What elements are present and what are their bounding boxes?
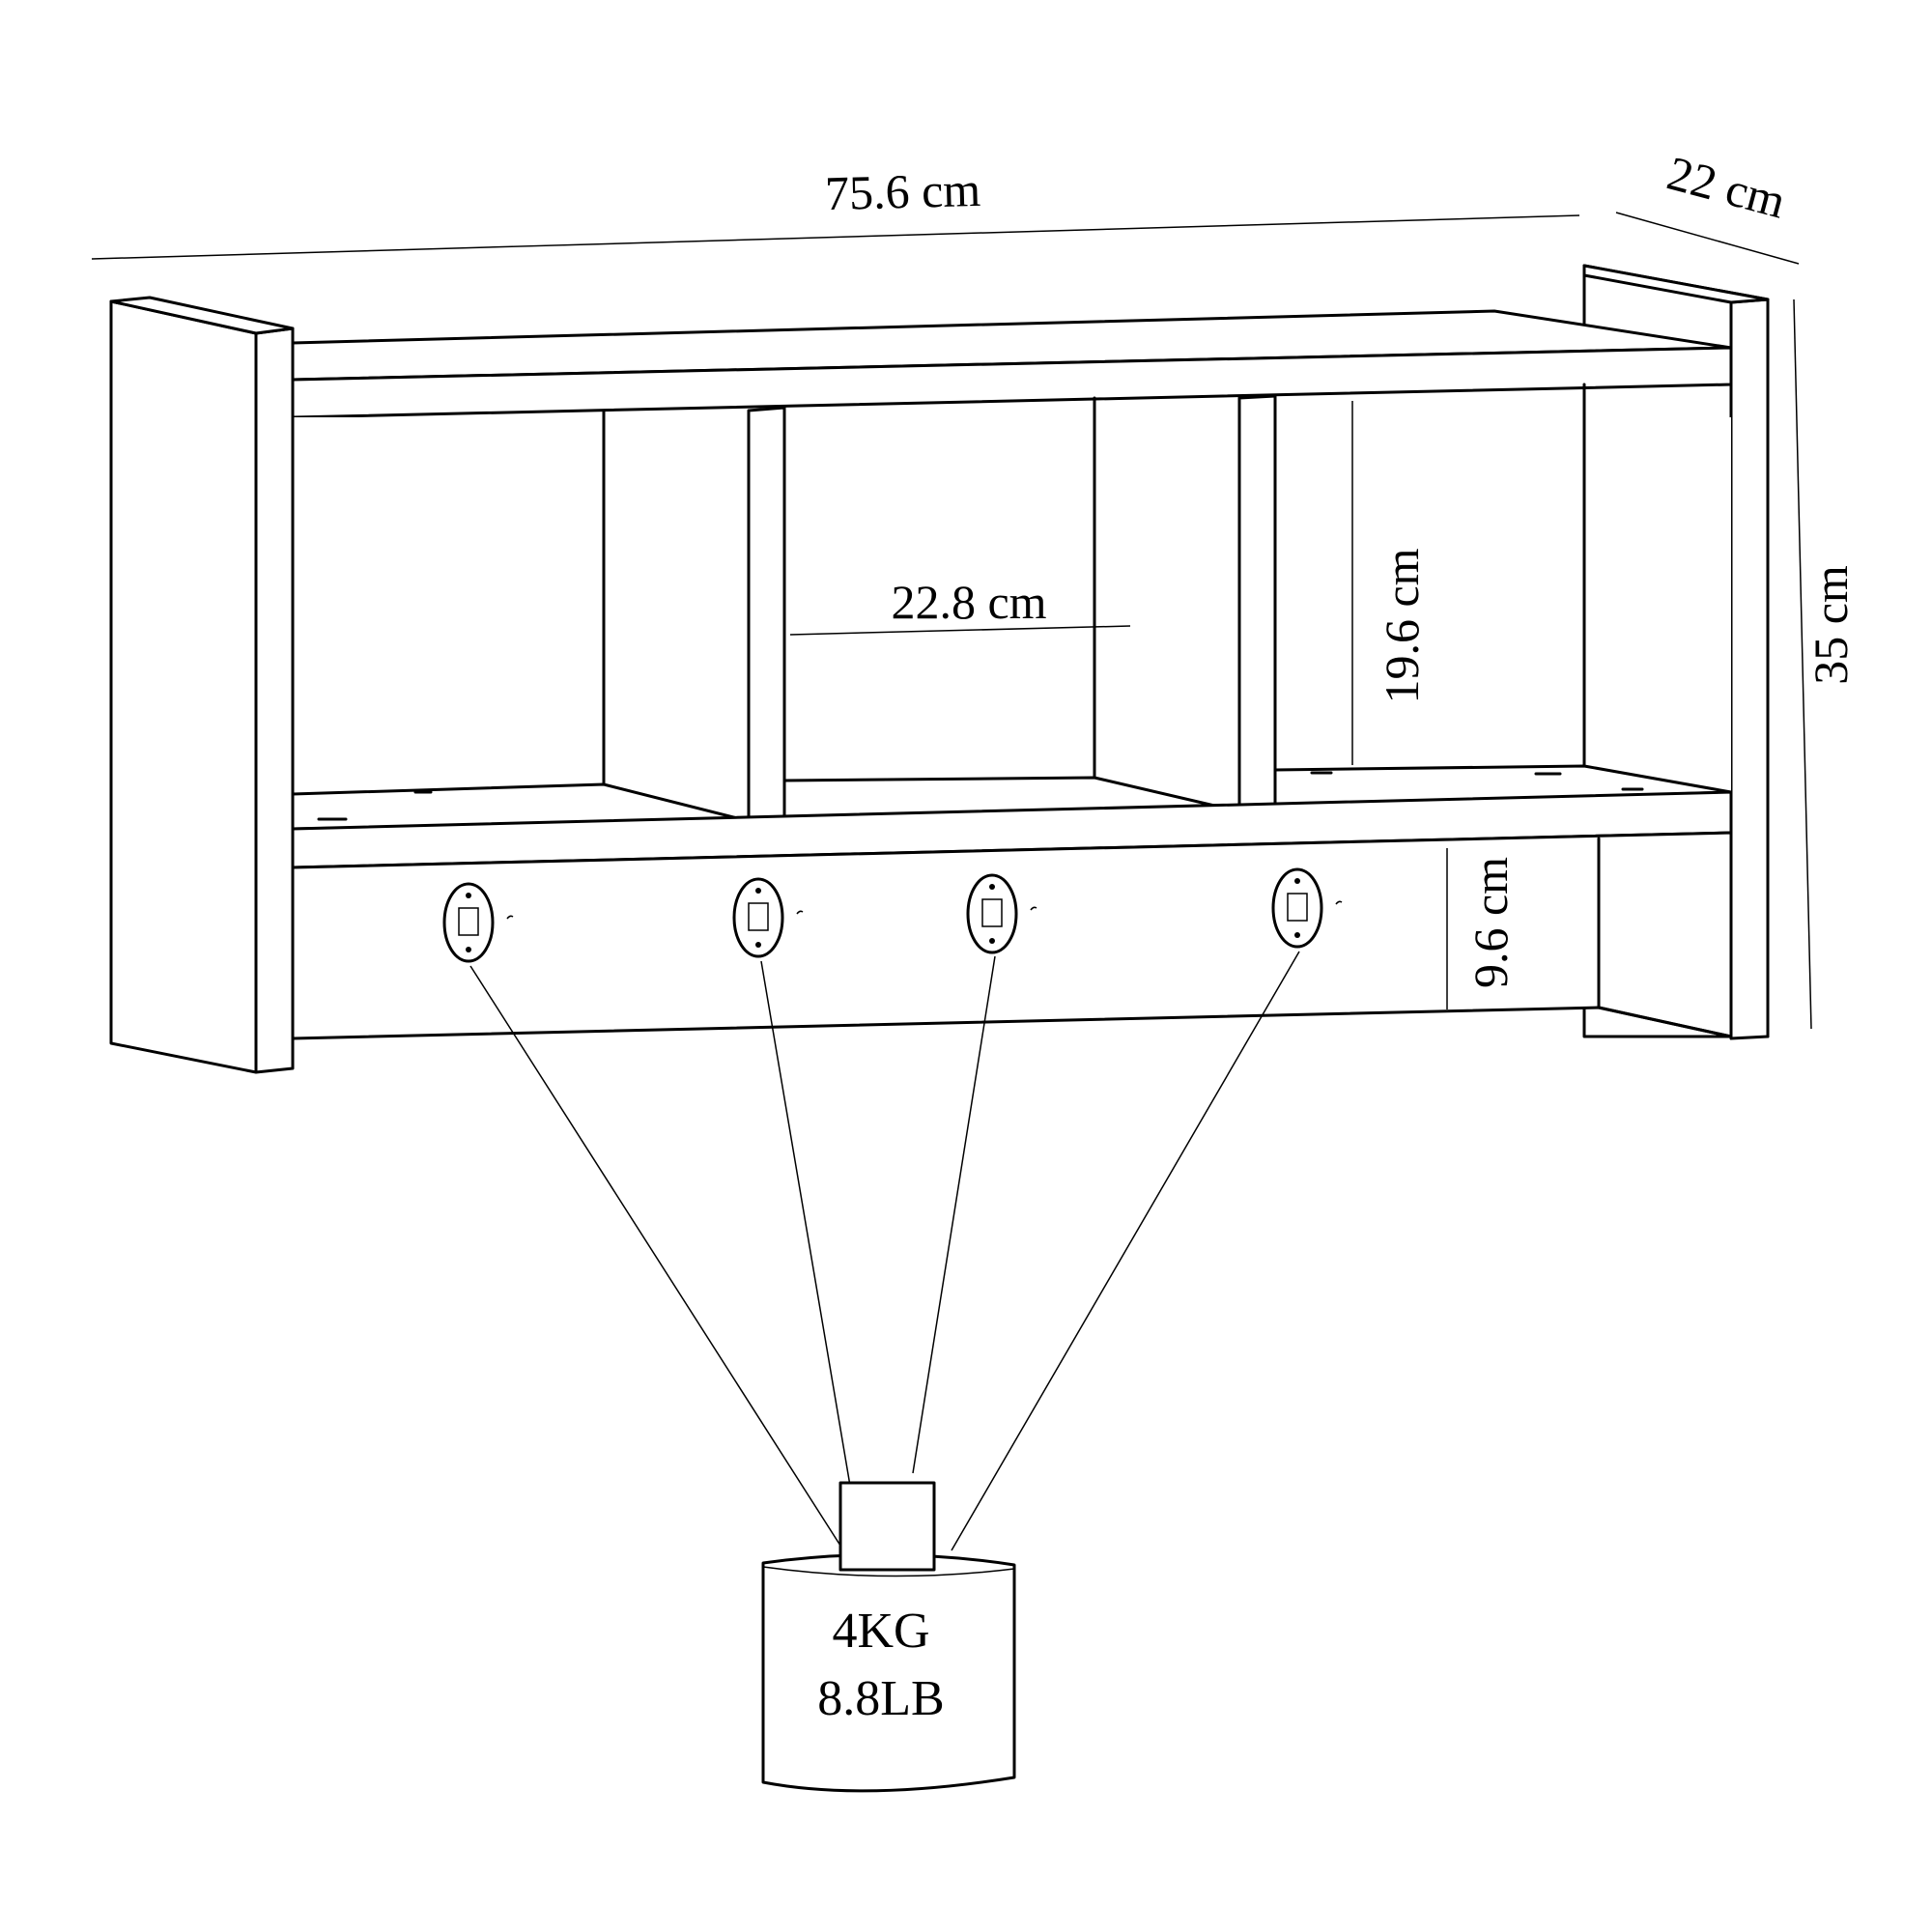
divider-1 xyxy=(747,406,786,823)
string-4 xyxy=(951,951,1300,1551)
hook-1-screw-bottom xyxy=(466,947,471,952)
hook-2 xyxy=(732,877,804,958)
depth-dimension-line xyxy=(1615,212,1800,265)
hook-2-grip xyxy=(748,902,769,931)
weight: 4KG 8.8LB xyxy=(761,1481,1016,1793)
hook-4-screw-top xyxy=(1294,878,1300,884)
right-side-panel-edge xyxy=(1729,298,1770,1040)
hook-3-tip xyxy=(1030,906,1037,911)
cubby-width-line xyxy=(789,625,1131,636)
cubby-back xyxy=(293,417,1731,813)
right-panel-top xyxy=(1582,264,1770,304)
hook-1-grip xyxy=(458,907,479,936)
hook-1 xyxy=(442,882,514,963)
string-2 xyxy=(760,960,851,1487)
weight-handle xyxy=(838,1481,936,1572)
weight-lb-label: 8.8LB xyxy=(817,1671,944,1726)
rail-height-label: 9.6 cm xyxy=(1463,857,1518,988)
hook-4 xyxy=(1271,867,1343,949)
hook-2-screw-bottom xyxy=(755,942,761,948)
hook-2-plate xyxy=(732,877,784,958)
hook-1-plate xyxy=(442,882,495,963)
left-side-panel-top xyxy=(109,296,295,335)
hook-1-tip xyxy=(506,915,514,920)
divider-2 xyxy=(1237,394,1277,813)
string-3 xyxy=(912,955,996,1474)
hook-3-screw-bottom xyxy=(989,938,995,944)
hook-2-screw-top xyxy=(755,888,761,894)
width-dimension-line xyxy=(91,214,1580,260)
hook-3-plate xyxy=(966,873,1018,954)
cubby-width-label: 22.8 cm xyxy=(891,575,1046,629)
hook-1-screw-top xyxy=(466,893,471,898)
depth-label: 22 cm xyxy=(1662,146,1791,229)
hook-2-tip xyxy=(796,910,804,915)
width-label: 75.6 cm xyxy=(824,162,981,220)
weight-kg-label: 4KG xyxy=(832,1604,929,1659)
hook-3-screw-top xyxy=(989,884,995,890)
string-1 xyxy=(469,965,841,1547)
hook-3-grip xyxy=(981,898,1003,927)
weight-top-rim xyxy=(762,1566,1015,1577)
hook-4-grip xyxy=(1287,893,1308,922)
hook-4-tip xyxy=(1335,900,1343,905)
hook-3 xyxy=(966,873,1037,954)
hook-rail-floor-edge xyxy=(1597,1006,1733,1038)
height-label: 35 cm xyxy=(1804,565,1858,685)
left-side-panel-face xyxy=(109,299,258,1074)
hook-4-plate xyxy=(1271,867,1323,949)
left-side-panel-edge xyxy=(254,327,295,1074)
cubby-height-label: 19.6 cm xyxy=(1375,548,1429,703)
hook-4-screw-bottom xyxy=(1294,932,1300,938)
height-dimension-line xyxy=(1793,298,1812,1030)
